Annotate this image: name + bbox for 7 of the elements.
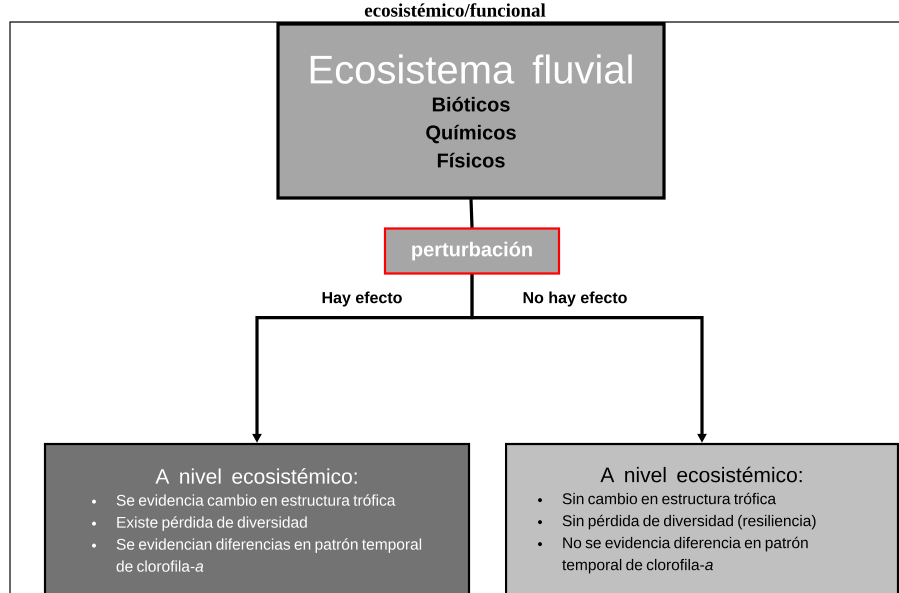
edge-label: No hay efecto bbox=[524, 292, 627, 306]
outcome-box: A nivel ecosistémico: Sin cambio en estructura trófica Sin pérdida de diversidad (resiliencia) No se evidencia diferencia en patrón temporal de clorofila-a bbox=[504, 442, 899, 593]
outcome-box: A nivel ecosistémico: Se evidencia cambio en estructura trófica Existe pérdida de diversidad Se evidencian diferencias en patrón temporal de clorofila-a bbox=[44, 442, 470, 593]
disturbance-box: perturbación bbox=[384, 227, 560, 275]
title: ecosistémico/funcional bbox=[364, 3, 546, 17]
edge-label: Hay efecto bbox=[322, 292, 402, 306]
ecosystem-box: Ecosistema fluvial Bióticos Químicos Físicos bbox=[276, 22, 666, 200]
